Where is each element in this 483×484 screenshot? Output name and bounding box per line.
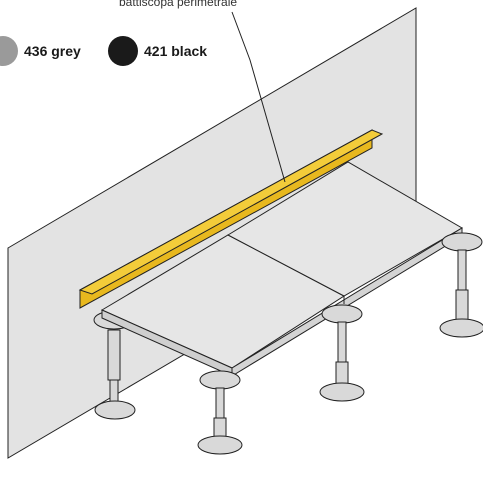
swatch-label-grey: 436 grey: [24, 43, 81, 59]
pedestal-front-center: [197, 370, 243, 455]
swatch-label-black: 421 black: [144, 43, 208, 59]
skirting-board-top: [78, 129, 384, 295]
callout-label: battiscopa perimetrale: [118, 0, 238, 9]
grey-swatch-dot: [0, 36, 18, 66]
callout-leader: [231, 11, 286, 183]
black-swatch-dot: [108, 36, 138, 66]
pedestal-front-middle: [319, 304, 365, 402]
pedestal-front-right: [439, 232, 483, 338]
swatch-grey: 436 grey: [0, 36, 81, 66]
swatch-black: 421 black: [108, 36, 207, 66]
